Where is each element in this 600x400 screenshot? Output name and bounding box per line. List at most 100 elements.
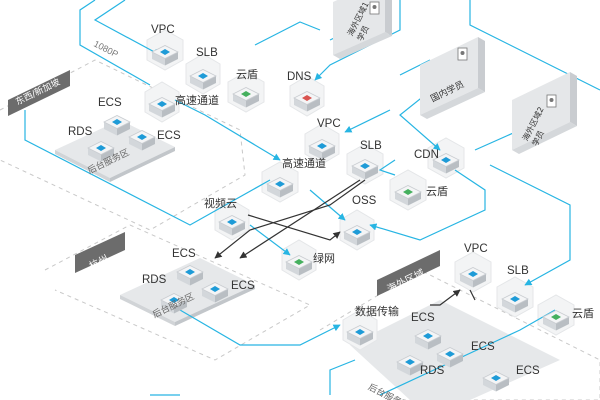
vpc-top-box [151,45,179,66]
dns-label: DNS [287,71,312,83]
link-cyan-16 [309,189,346,221]
link-cyan-9 [344,109,391,133]
yundun-os-label: 云盾 [572,307,594,320]
slb-os-label: SLB [507,265,529,277]
dns-box [293,91,321,112]
ecs-os-3-icon [491,375,501,381]
gstd-mid-icon [275,181,285,187]
cdn-label: CDN [414,149,439,161]
link-cyan-18 [179,309,341,346]
link-cyan-5 [254,21,321,46]
ecs-hz-1-box [176,265,204,286]
rds-hz-label: RDS [142,274,167,286]
rds-sea-icon [96,145,106,151]
vpc-os-icon [468,271,478,277]
region-tag-overseas [377,250,440,296]
gstd-mid-label: 高速通道 [282,157,326,170]
ecs-hz-2-box [201,282,229,303]
oss-label: OSS [352,195,377,207]
video-cloud-box [218,215,246,236]
link-cyan-14 [489,164,571,286]
ecs-hz-1-icon [185,269,195,275]
gstd-top-label: 高速通道 [175,94,219,107]
link-cyan-1 [79,0,151,86]
slb-mid-icon [360,163,370,169]
ecs-os-3-label: ECS [516,365,540,377]
vpc-top-label: VPC [151,24,175,36]
yundun-mid-icon [403,189,413,195]
dns-icon [302,95,312,101]
link-dark-2 [214,179,366,259]
ecs-sea-1-label: ECS [98,97,122,109]
ecs-os-3-box [482,371,510,392]
yundun-top-box [232,87,260,108]
oss-box [343,225,371,246]
cdn-icon [441,157,451,163]
rds-sea-box [87,141,115,162]
ecs-os-1-label: ECS [411,312,435,324]
link-cyan-15 [378,159,396,176]
vpc-mid-icon [317,143,327,149]
rds-sea-label: RDS [68,126,93,138]
video-cloud-label: 视频云 [204,197,237,210]
data-transfer-icon [355,329,365,335]
data-transfer-label: 数据传输 [355,305,399,318]
region-outline-sea [0,59,246,231]
yundun-os-icon [551,314,561,320]
ecs-os-1-icon [423,333,433,339]
vpc-mid-label: VPC [317,118,341,130]
yundun-top-label: 云盾 [236,68,258,81]
green-net-icon [294,259,304,265]
ecs-hz-2-icon [210,286,220,292]
oss-icon [352,229,362,235]
slb-mid-box [351,159,379,180]
ecs-os-1-box [414,329,442,350]
ecs-os-2-box [436,347,464,368]
zone-hangzhou [120,258,255,326]
green-net-box [285,255,313,276]
link-cyan-12 [369,169,486,241]
yundun-mid-label: 云盾 [426,185,448,198]
ecs-os-2-icon [445,351,455,357]
slb-top-icon [198,73,208,79]
ecs-sea-2-icon [137,134,147,140]
region-tag-hangzhou [75,232,125,273]
yundun-os-box [542,310,570,331]
ecs-sea-2-box [128,130,156,151]
link-cyan-13 [469,0,600,91]
green-net-label: 绿网 [313,252,335,265]
yundun-top-icon [241,91,251,97]
user-card-overseas2 [512,72,577,154]
ecs-sea-1-icon [112,119,122,125]
region-outline-hangzhou [44,224,312,361]
ecs-sea-1-box [103,115,131,136]
rds-os-box [396,355,424,376]
slb-os-box [501,292,529,313]
link-dark-5 [469,289,476,301]
link-dark-3 [247,214,341,241]
link-dark-4 [430,289,461,306]
vpc-mid-box [308,139,336,160]
data-transfer-box [346,325,374,346]
link-cyan-2 [93,0,161,56]
ecs-hz-2-label: ECS [231,280,255,292]
link-cyan-4 [24,110,271,226]
user-card-domestic [420,37,485,119]
vpc-os-box [459,267,487,288]
ecs-os-2-label: ECS [471,341,495,353]
ecs-sea-2-label: ECS [157,130,181,142]
slb-top-box [189,69,217,90]
vpc-os-label: VPC [464,243,488,255]
rds-hz-box [160,293,188,314]
gstd-top-box [148,97,176,118]
rds-hz-icon [169,297,179,303]
region-tag-sea [8,70,70,116]
link-cyan-17 [249,224,291,256]
link-dark-1 [239,179,361,259]
rds-os-label: RDS [420,365,445,377]
link-cyan-20 [329,359,356,395]
vpc-top-icon [160,49,170,55]
slb-mid-label: SLB [360,140,382,152]
